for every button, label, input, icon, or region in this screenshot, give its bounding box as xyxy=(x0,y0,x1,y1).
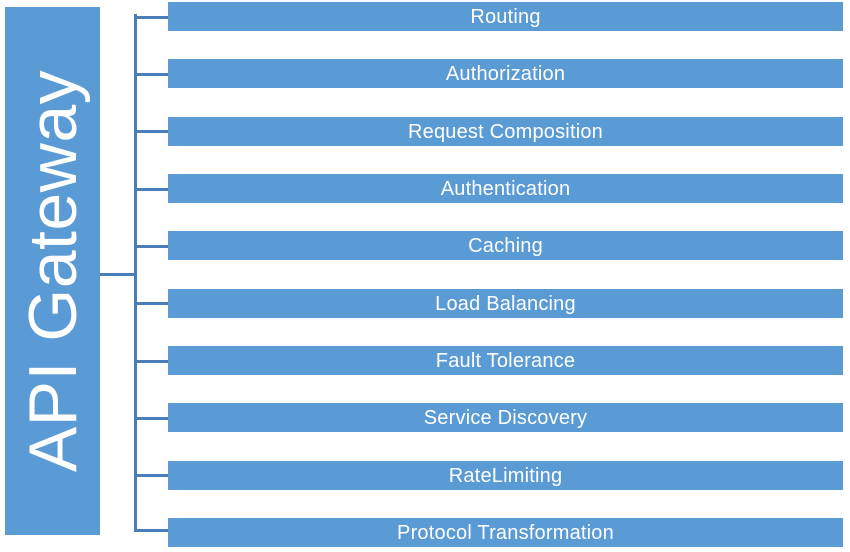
api-gateway-root-node[interactable]: API Gateway xyxy=(5,7,100,535)
capability-bar-fault-tolerance[interactable]: Fault Tolerance xyxy=(168,346,843,375)
capability-label: Fault Tolerance xyxy=(435,349,576,372)
capability-bar-load-balancing[interactable]: Load Balancing xyxy=(168,289,843,318)
capability-label: Routing xyxy=(470,5,541,28)
capability-bar-authorization[interactable]: Authorization xyxy=(168,59,843,88)
capability-label: Request Composition xyxy=(407,120,603,143)
capability-label: Caching xyxy=(468,234,543,257)
capability-label: Service Discovery xyxy=(423,406,588,429)
capability-label: Authorization xyxy=(445,62,566,85)
capability-bar-routing[interactable]: Routing xyxy=(168,2,843,31)
capability-label: RateLimiting xyxy=(448,464,563,487)
capability-label: Authentication xyxy=(440,177,571,200)
capability-bar-request-composition[interactable]: Request Composition xyxy=(168,117,843,146)
capability-label: Protocol Transformation xyxy=(397,521,614,544)
capability-label: Load Balancing xyxy=(435,292,576,315)
capability-bar-caching[interactable]: Caching xyxy=(168,231,843,260)
capability-bar-authentication[interactable]: Authentication xyxy=(168,174,843,203)
capability-bar-protocol-transformation[interactable]: Protocol Transformation xyxy=(168,518,843,547)
capability-bar-service-discovery[interactable]: Service Discovery xyxy=(168,403,843,432)
capability-bar-rate-limiting[interactable]: RateLimiting xyxy=(168,461,843,490)
